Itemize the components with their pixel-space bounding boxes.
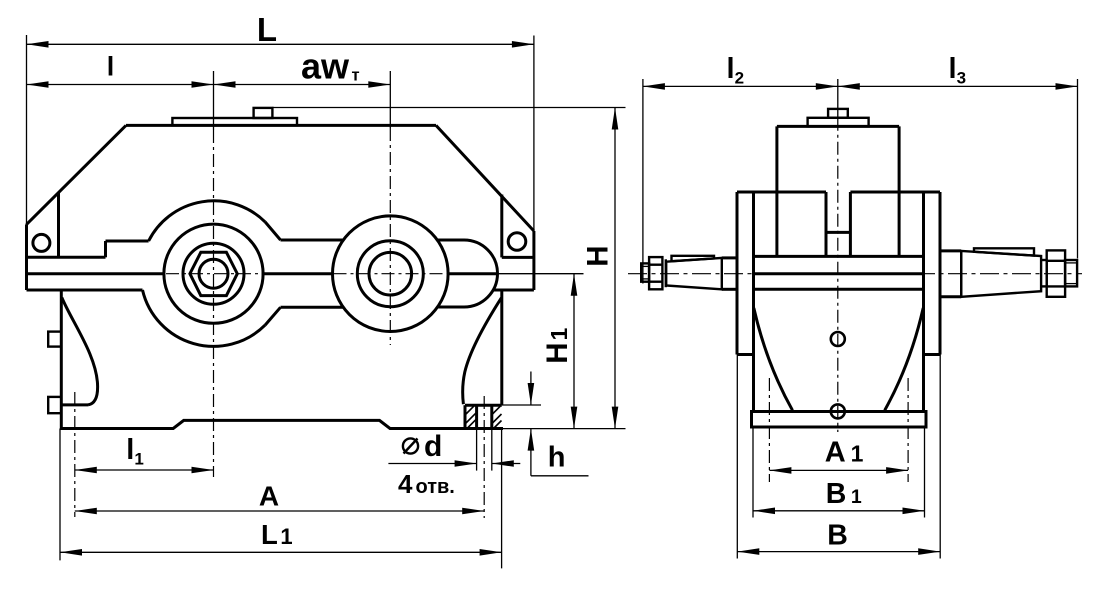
svg-text:A1: A1 bbox=[825, 437, 864, 469]
svg-text:L: L bbox=[257, 11, 277, 48]
svg-text:т: т bbox=[352, 67, 360, 85]
svg-text:l: l bbox=[107, 52, 115, 82]
svg-text:B: B bbox=[827, 519, 848, 551]
svg-text:d: d bbox=[424, 430, 442, 463]
svg-text:L1: L1 bbox=[261, 519, 293, 550]
svg-text:h: h bbox=[548, 442, 566, 474]
svg-text:H1: H1 bbox=[541, 327, 574, 363]
svg-text:H: H bbox=[581, 245, 614, 266]
svg-text:aw: aw bbox=[301, 46, 350, 87]
svg-text:A: A bbox=[259, 481, 279, 512]
